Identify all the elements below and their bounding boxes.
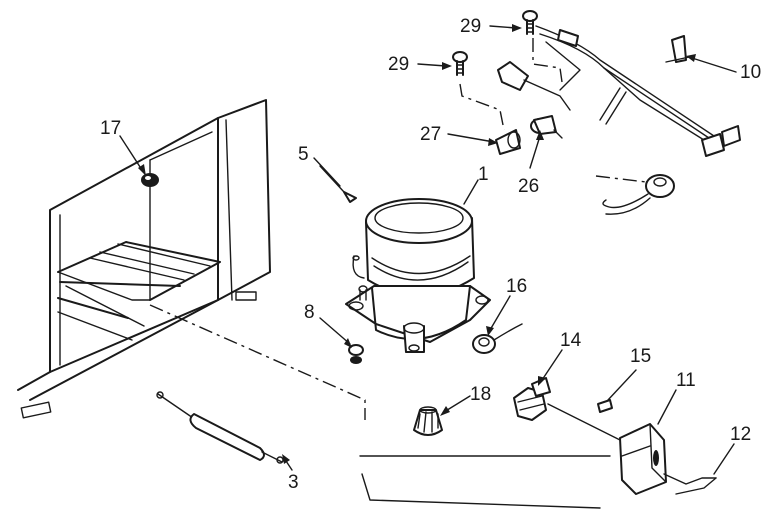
callout-29-top: 29	[460, 16, 481, 37]
part-14-thermostat	[513, 377, 621, 441]
overload-protector	[595, 174, 675, 215]
callout-labels: 17 5 1 8 16 18 14 15 11 12 3 26 27 29 29…	[100, 16, 761, 493]
callout-15: 15	[630, 346, 651, 367]
part-27-clip	[495, 129, 521, 155]
callout-5: 5	[298, 144, 309, 165]
part-3-filter-drier	[156, 391, 284, 464]
part-26-connector	[530, 115, 563, 139]
callout-27: 27	[420, 124, 441, 145]
callout-17: 17	[100, 118, 121, 139]
callout-10: 10	[740, 62, 761, 83]
callout-18: 18	[470, 384, 491, 405]
part-15-clip	[597, 399, 613, 413]
callout-14: 14	[560, 330, 582, 351]
part-11-housing	[619, 423, 667, 495]
part-8-grommet	[348, 344, 364, 364]
part-29-screw-left	[452, 51, 468, 76]
callout-16: 16	[506, 276, 527, 297]
callout-12: 12	[730, 424, 751, 445]
part-12-wire	[663, 473, 717, 495]
part-16-terminal-cover	[472, 323, 523, 354]
cabinet	[17, 99, 271, 419]
part-1-compressor	[345, 198, 491, 353]
callout-8: 8	[304, 302, 315, 323]
part-17-grommet	[141, 173, 159, 187]
part-29-screw-top	[522, 10, 538, 35]
part-10-wiring-harness	[497, 25, 741, 157]
callout-26: 26	[518, 176, 539, 197]
callout-leaders	[119, 24, 737, 475]
part-5-clip	[319, 165, 357, 203]
callout-1: 1	[478, 164, 489, 185]
callout-11: 11	[676, 370, 696, 391]
callout-29-left: 29	[388, 54, 409, 75]
part-10-bracket	[665, 35, 695, 63]
part-18-knob	[413, 406, 443, 436]
callout-3: 3	[288, 472, 299, 493]
